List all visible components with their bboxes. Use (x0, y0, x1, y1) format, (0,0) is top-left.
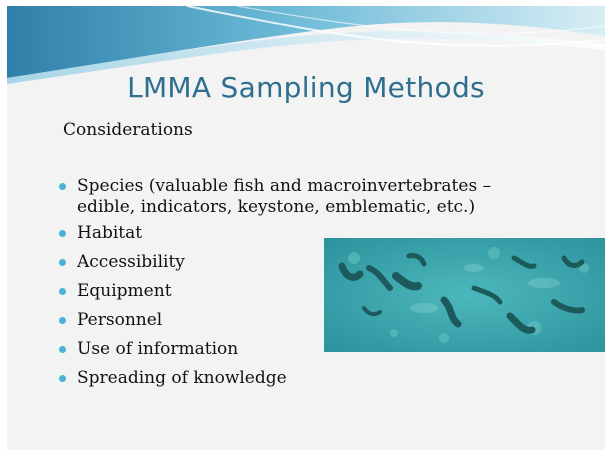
bullet-text: Personnel (77, 310, 163, 330)
bullet-dot-icon (59, 375, 66, 382)
bullet-dot-icon (59, 259, 66, 266)
header-wave-decoration (7, 6, 605, 84)
bullet-item: Use of information (57, 339, 577, 360)
bullet-item: Equipment (57, 281, 577, 302)
bullet-text: Equipment (77, 281, 172, 301)
bullet-item: Habitat (57, 223, 577, 244)
bullet-text: Habitat (77, 223, 143, 243)
subheading: Considerations (63, 120, 193, 140)
bullet-dot-icon (59, 317, 66, 324)
bullet-dot-icon (59, 346, 66, 353)
bullet-item: Spreading of knowledge (57, 368, 577, 389)
slide: LMMA Sampling Methods Considerations Spe… (7, 6, 605, 450)
bullet-dot-icon (59, 230, 66, 237)
bullet-item: Species (valuable fish and macroinverteb… (57, 176, 537, 218)
bullet-dot-icon (59, 183, 66, 190)
bullet-item: Personnel (57, 310, 577, 331)
bullet-text: Use of information (77, 339, 239, 359)
bullet-list: Species (valuable fish and macroinverteb… (57, 176, 577, 397)
bullet-item: Accessibility (57, 252, 577, 273)
bullet-text: Accessibility (77, 252, 185, 272)
bullet-dot-icon (59, 288, 66, 295)
bullet-text: Spreading of knowledge (77, 368, 287, 388)
bullet-text: Species (valuable fish and macroinverteb… (77, 176, 492, 217)
sea-cucumber-photo (324, 238, 605, 352)
slide-title: LMMA Sampling Methods (127, 71, 485, 104)
